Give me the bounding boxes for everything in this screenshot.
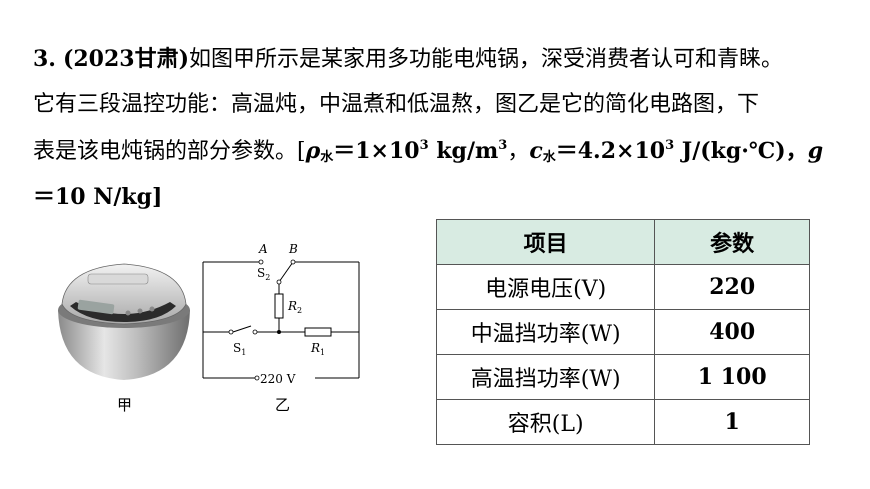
table-row: 中温挡功率(W) 400 [435,309,810,355]
switch-s2-label: S2 [257,266,270,282]
cooker-figure-label: 甲 [117,396,133,414]
table-header-value: 参数 [654,219,810,265]
table-cell-value: 1 100 [654,354,810,400]
table-cell-item: 中温挡功率(W) [435,309,656,355]
problem-text-1: 如图甲所示是某家用多功能电炖锅，深受消费者认可和青睐。 [189,47,784,72]
table-header-row: 项目 参数 [435,219,810,265]
table-cell-value: 220 [654,264,810,310]
table-cell-value: 400 [654,309,810,355]
rice-cooker-image [58,263,190,380]
problem-text-2: 它有三段温控功能：高温炖，中温煮和低温熬，图乙是它的简化电路图，下 [33,92,760,117]
resistor-r1-label: R1 [310,341,325,357]
problem-number: 3. [33,46,56,72]
switch-s1-label: S1 [233,341,246,357]
density-formula: ρ水＝1×103 kg/m3 [305,138,508,165]
gravity-value: ＝10 N/kg] [33,184,163,210]
table-row: 高温挡功率(W) 1 100 [435,354,810,400]
parameter-table: 项目 参数 电源电压(V) 220 中温挡功率(W) 400 高温挡功率(W) … [435,219,810,445]
problem-source: (2023甘肃) [62,46,190,72]
terminal-a-label: A [258,242,268,256]
circuit-figure-label: 乙 [275,396,291,414]
problem-line-2: 它有三段温控功能：高温炖，中温煮和低温熬，图乙是它的简化电路图，下 [33,90,759,120]
problem-text-3: 表是该电炖锅的部分参数。[ [33,139,306,164]
table-cell-item: 容积(L) [435,399,656,445]
table-cell-item: 高温挡功率(W) [435,354,656,400]
supply-voltage-label: 220 V [260,372,296,386]
heat-capacity-formula: c水＝4.2×103 J/(kg·℃)，g [529,138,824,165]
table-row: 电源电压(V) 220 [435,264,810,310]
problem-line-4: ＝10 N/kg] [33,182,162,212]
terminal-b-label: B [288,242,298,256]
table-header-item: 项目 [435,219,656,265]
resistor-r2-label: R2 [287,299,302,315]
table-row: 容积(L) 1 [435,399,810,445]
problem-line-3: 表是该电炖锅的部分参数。[ρ水＝1×103 kg/m3，c水＝4.2×103 J… [33,138,824,165]
table-cell-value: 1 [654,399,810,445]
problem-line-1: 3. (2023甘肃)如图甲所示是某家用多功能电炖锅，深受消费者认可和青睐。 [33,44,783,75]
circuit-diagram: A B S2 R2 S1 R1 220 V [202,242,360,386]
table-cell-item: 电源电压(V) [435,264,656,310]
